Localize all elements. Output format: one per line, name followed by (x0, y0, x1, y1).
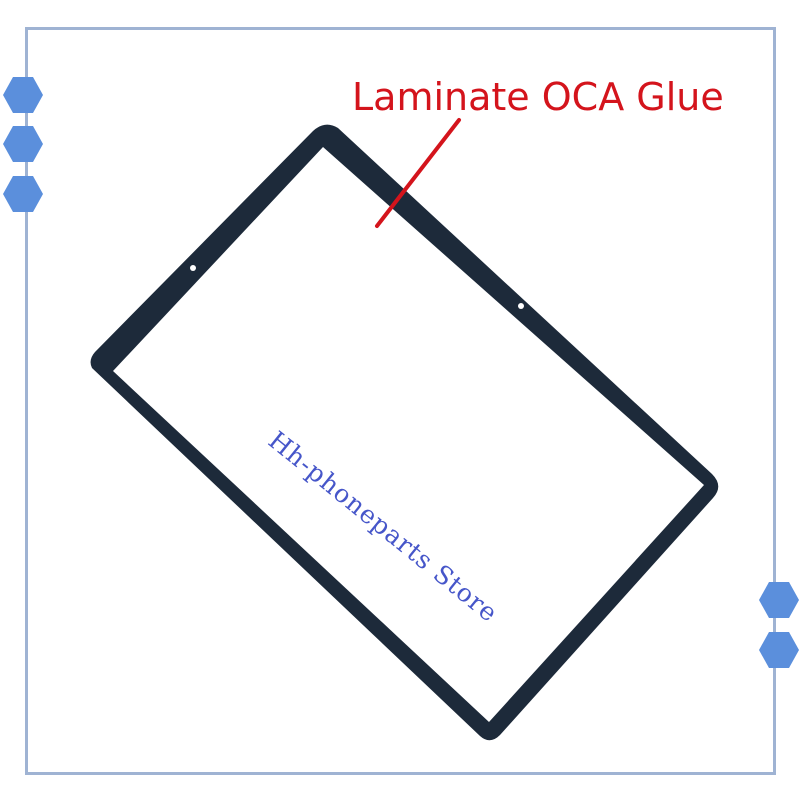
camera-hole-icon (190, 265, 196, 271)
hexagon-icon (759, 632, 799, 668)
hexagon-icon (759, 582, 799, 618)
hexagon-icon (3, 77, 43, 113)
image-border-frame (25, 27, 776, 775)
hexagon-icon (3, 126, 43, 162)
camera-hole-icon (518, 303, 524, 309)
callout-pointer-line (375, 118, 461, 228)
glass-bezel-outline (90, 124, 719, 741)
hexagon-icon (3, 176, 43, 212)
callout-label: Laminate OCA Glue (352, 75, 724, 119)
